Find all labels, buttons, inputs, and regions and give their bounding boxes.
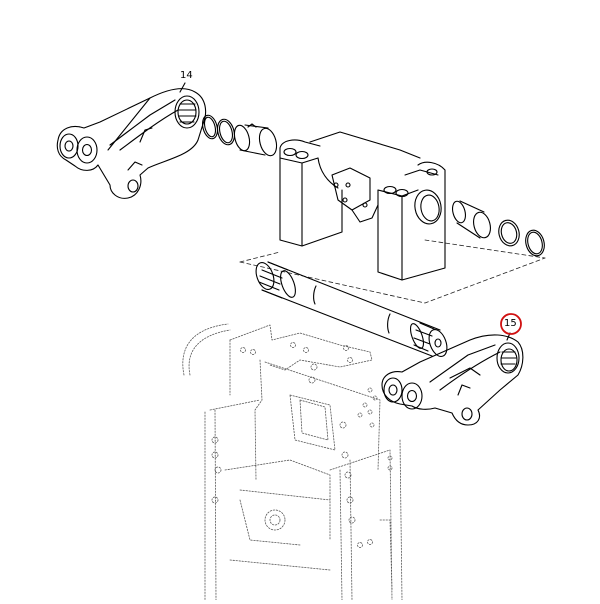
callout-label-14[interactable]: 14 — [180, 70, 193, 81]
lift-arm-left — [56, 88, 207, 199]
lift-arm-right — [381, 334, 524, 426]
lift-housing — [279, 131, 446, 281]
callout-label-15[interactable]: 15 — [504, 318, 517, 329]
callout-15-highlight-circle — [500, 313, 522, 335]
seal-ring-left-inner — [217, 118, 235, 146]
bushing-right — [451, 200, 491, 239]
seal-ring-right-outer — [525, 229, 545, 257]
bushing-left — [233, 123, 278, 157]
splined-cross-shaft — [255, 261, 448, 357]
seal-ring-left-outer — [202, 114, 218, 140]
callout-leader-14 — [179, 82, 186, 93]
rear-axle-housing-phantom — [182, 323, 403, 601]
seal-ring-right-inner — [498, 219, 520, 247]
